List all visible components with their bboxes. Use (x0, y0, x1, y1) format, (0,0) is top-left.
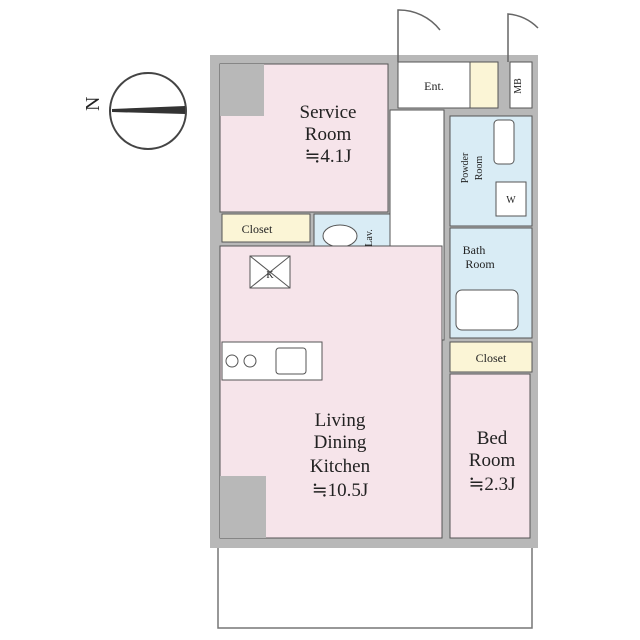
bathtub-icon (455, 289, 519, 331)
closet-left (221, 213, 311, 243)
compass: N (82, 72, 187, 150)
bath-room-label-2: Room (465, 257, 495, 271)
compass-needle (112, 106, 185, 114)
balcony (217, 548, 533, 629)
ldk-column (220, 476, 266, 538)
entrance-door-swing (397, 9, 441, 62)
powder-room-label-2: Room (474, 156, 485, 181)
service-room-label-1: Service (300, 102, 357, 123)
closet-right (449, 341, 533, 373)
ldk-label-1: Living (315, 410, 366, 431)
entrance-label: Ent. (424, 79, 444, 93)
ldk-size: ≒10.5J (312, 480, 369, 501)
stove-burner-icon (243, 354, 257, 368)
kitchen-sink-icon (275, 347, 307, 375)
bath-room-label-1: Bath (463, 243, 486, 257)
fridge-cross (249, 255, 291, 289)
closet-left-label: Closet (242, 222, 273, 236)
entrance (397, 61, 471, 109)
bed-room-label-1: Bed (477, 428, 508, 449)
closet-right-label: Closet (476, 351, 507, 365)
powder-room-label-1: Powder (460, 152, 471, 183)
bed-room-label-2: Room (469, 450, 516, 471)
washer-label: W (506, 195, 516, 206)
service-room-size: ≒4.1J (304, 146, 351, 167)
washer-box (495, 181, 527, 217)
toilet-icon (322, 224, 358, 248)
ldk-label-2: Dining (314, 432, 367, 453)
mb-door-swing (507, 13, 539, 62)
sink-icon (493, 119, 515, 165)
bed-room-size: ≒2.3J (468, 474, 515, 495)
service-room-column (220, 64, 264, 116)
service-room-label-2: Room (305, 124, 352, 145)
shoe-box (469, 61, 499, 109)
service-room (219, 63, 389, 213)
compass-north-label: N (82, 97, 104, 111)
stove-burner-icon (225, 354, 239, 368)
mb-box (509, 61, 533, 109)
ldk-label-3: Kitchen (310, 456, 371, 477)
mb-label: MB (513, 78, 524, 94)
bed-room (449, 373, 531, 539)
fridge-label: K (266, 270, 274, 281)
lav-label: Lav. (364, 229, 375, 246)
